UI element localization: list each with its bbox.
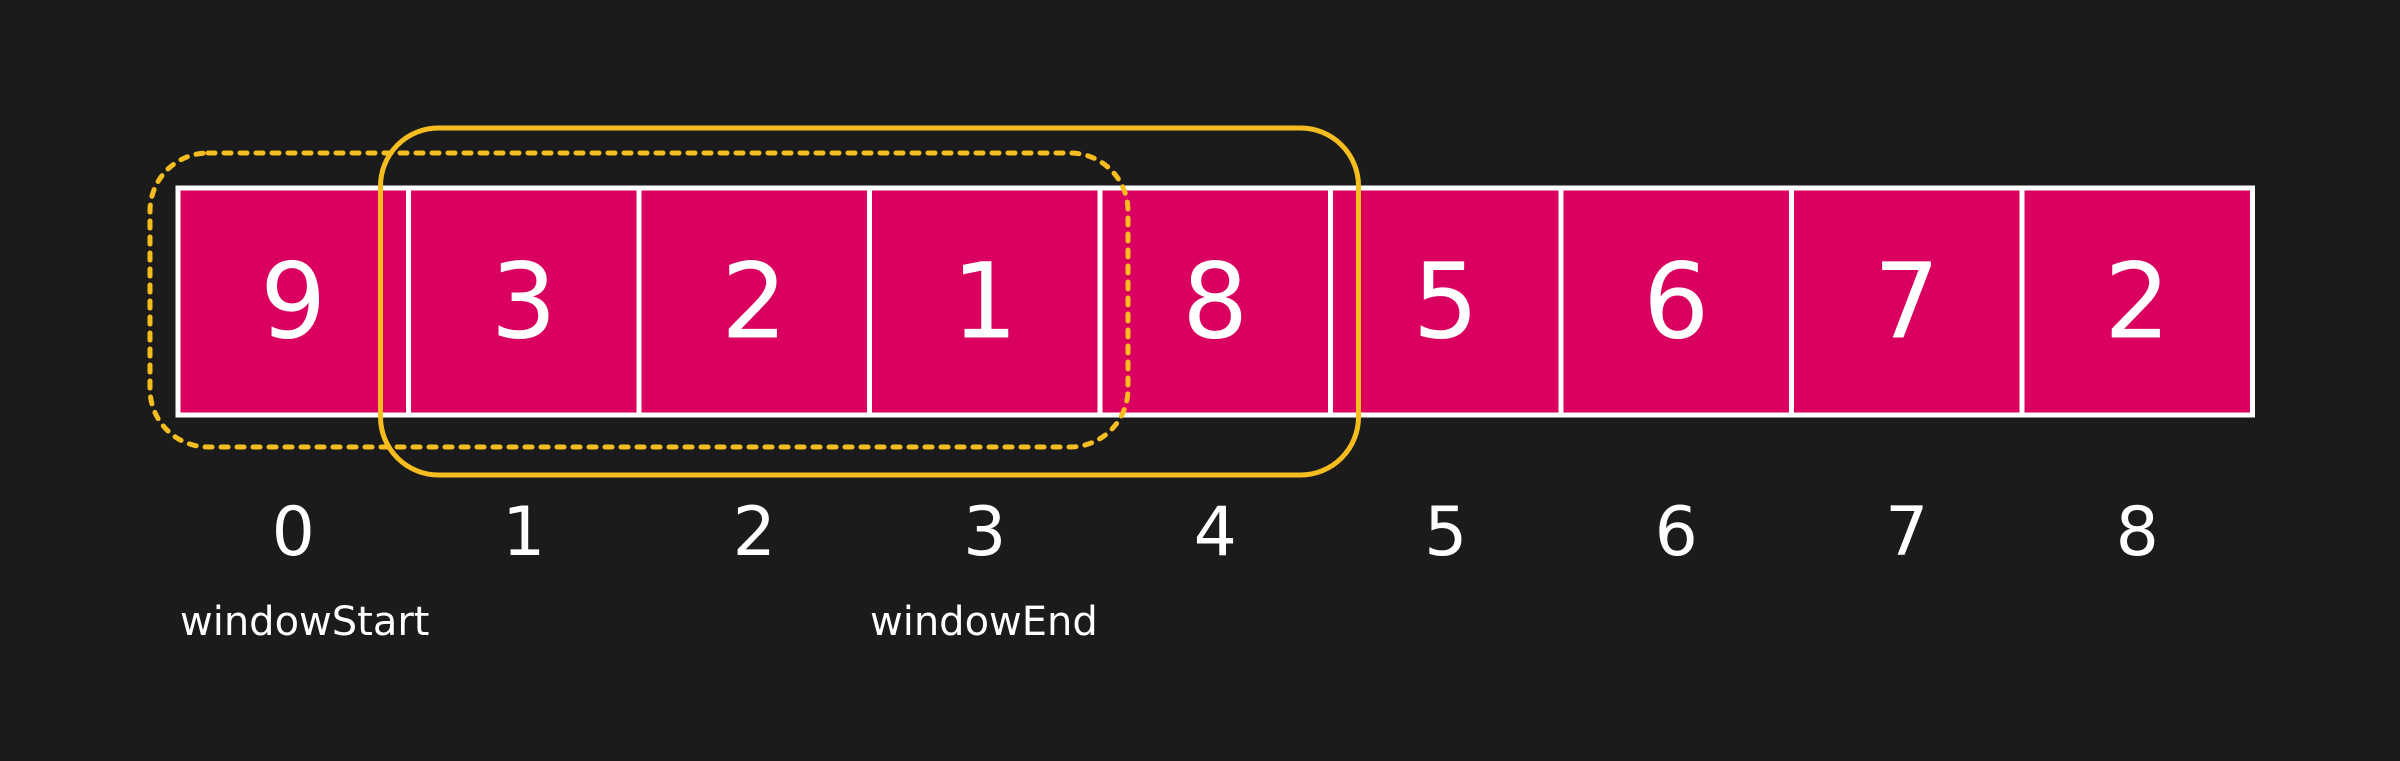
array-cell-value: 1: [952, 241, 1018, 363]
array-index-label: 1: [502, 493, 545, 572]
array-cell-box: [1789, 185, 2025, 418]
array-cell-value: 7: [1874, 241, 1940, 363]
window-end-label: windowEnd: [870, 599, 1098, 645]
array-indices: 0 1 2 3 4 5 6 7 8: [272, 493, 2159, 572]
window-outlines: [147, 125, 1361, 478]
array-index-label: 6: [1655, 493, 1698, 572]
array-cell-box: [636, 185, 872, 418]
pointer-labels: windowStart windowEnd: [180, 599, 1098, 645]
array-cell-value: 6: [1643, 241, 1709, 363]
array-cell: 1: [867, 185, 1103, 418]
array-index-label: 0: [272, 493, 315, 572]
array-cell: 3: [406, 185, 642, 418]
window-start-label: windowStart: [180, 599, 429, 645]
array-cell: 9: [175, 185, 411, 418]
array-cell: 7: [1789, 185, 2025, 418]
previous-window-outline: [147, 150, 1131, 450]
array-cell: 2: [2019, 185, 2255, 418]
array-cell-value: 8: [1182, 241, 1248, 363]
array-cell-box: [1558, 185, 1794, 418]
array-cell-box: [406, 185, 642, 418]
array-cells: 9 3 2 1 8 5 6 7 2: [175, 185, 2255, 418]
array-cell-box: [2019, 185, 2255, 418]
array-cell-box: [1097, 185, 1333, 418]
array-index-label: 7: [1885, 493, 1928, 572]
array-index-label: 8: [2116, 493, 2159, 572]
array-cell-value: 2: [2104, 241, 2170, 363]
array-cell: 8: [1097, 185, 1333, 418]
array-cell-box: [175, 185, 411, 418]
array-index-label: 5: [1424, 493, 1467, 572]
array-index-label: 2: [733, 493, 776, 572]
current-window-outline: [378, 125, 1361, 478]
array-cell-box: [1328, 185, 1564, 418]
array-cell-value: 2: [721, 241, 787, 363]
array-cell-value: 3: [491, 241, 557, 363]
array-cell: 5: [1328, 185, 1564, 418]
array-index-label: 4: [1194, 493, 1237, 572]
array-cell-value: 5: [1413, 241, 1479, 363]
array-cell: 2: [636, 185, 872, 418]
array-index-label: 3: [963, 493, 1006, 572]
array-cell-value: 9: [260, 241, 326, 363]
array-cell: 6: [1558, 185, 1794, 418]
